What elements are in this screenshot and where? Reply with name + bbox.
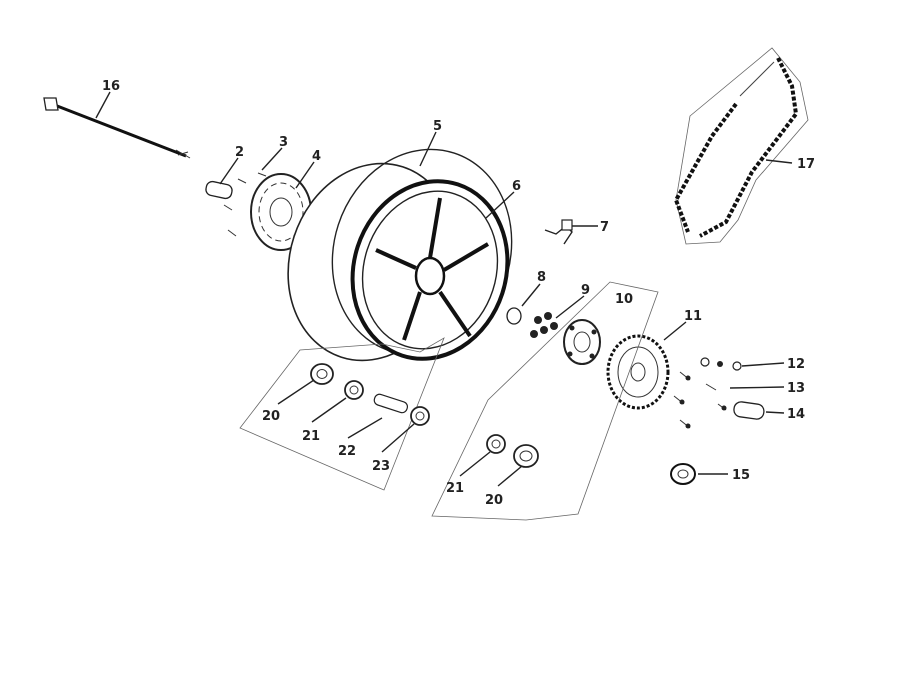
callout-8: 8 — [537, 270, 546, 285]
callout-20-front: 20 — [262, 409, 280, 424]
callout-20-rear: 20 — [485, 493, 503, 508]
part-nuts-12 — [700, 357, 742, 371]
callout-2: 2 — [235, 145, 244, 160]
callout-21-front: 21 — [302, 429, 320, 444]
part-axle — [43, 97, 191, 159]
part-collar-8 — [506, 307, 522, 325]
leader-lines — [95, 91, 793, 487]
bearing-group-rear — [431, 281, 659, 521]
part-bolts-3 — [223, 172, 267, 237]
callout-5: 5 — [433, 119, 442, 134]
callout-12: 12 — [787, 357, 805, 372]
callout-16: 16 — [102, 79, 120, 94]
part-spacer-2 — [205, 180, 233, 200]
callout-6: 6 — [512, 179, 521, 194]
part-sprocket-hub-10 — [563, 319, 601, 365]
bearing-group-front — [239, 337, 445, 491]
callout-15: 15 — [732, 468, 750, 483]
callout-13: 13 — [787, 381, 805, 396]
callout-17: 17 — [797, 157, 815, 172]
callout-21-rear: 21 — [446, 481, 464, 496]
callout-23: 23 — [372, 459, 390, 474]
callout-3: 3 — [279, 135, 288, 150]
part-dampers-9 — [530, 312, 558, 338]
callout-7: 7 — [600, 220, 609, 235]
callout-10: 10 — [615, 292, 633, 307]
callout-14: 14 — [787, 407, 805, 422]
callout-9: 9 — [581, 283, 590, 298]
callout-4: 4 — [312, 149, 321, 164]
part-axle-nut — [670, 463, 696, 485]
callout-11: 11 — [684, 309, 702, 324]
part-valve — [544, 219, 573, 245]
part-bolts-13 — [673, 371, 727, 429]
callout-labels: 16 2 3 4 5 6 7 8 9 10 11 12 13 14 15 17 … — [102, 79, 815, 508]
part-rim — [350, 179, 510, 361]
part-chain — [673, 47, 809, 245]
part-collar-14 — [733, 401, 765, 420]
callout-22: 22 — [338, 444, 356, 459]
